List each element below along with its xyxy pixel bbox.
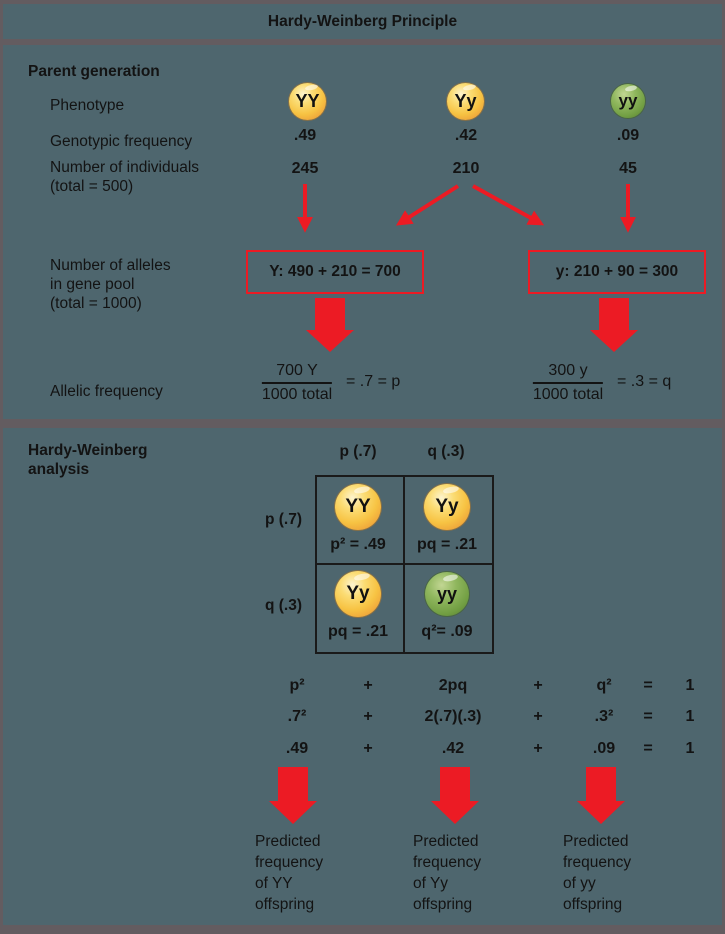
- parent-generation-panel: [3, 45, 722, 419]
- eq-r2-term1: .49: [285, 740, 309, 757]
- allelic-result-p: = .7 = p: [346, 373, 401, 390]
- phenotype-label: Phenotype: [50, 97, 125, 114]
- prediction-YY-line1: Predicted: [255, 833, 321, 850]
- pea-yy-text: yy: [618, 91, 638, 110]
- eq-r0-result: 1: [685, 677, 695, 694]
- eq-r2-equals: =: [643, 740, 653, 757]
- punnett-row-header-p: p (.7): [264, 511, 302, 528]
- allele-box-y: y: 210 + 90 = 300: [528, 250, 706, 294]
- pea-Yy-text: Yy: [454, 91, 477, 111]
- eq-r1-term2: 2(.7)(.3): [424, 708, 482, 725]
- prediction-YY-line4: offspring: [255, 896, 315, 913]
- alleles-label-line2: in gene pool: [50, 276, 135, 293]
- eq-r1-equals: =: [643, 708, 653, 725]
- allelic-frequency-label: Allelic frequency: [50, 383, 163, 400]
- punnett-pea-yy-text: yy: [436, 583, 458, 604]
- punnett-row-header-q: q (.3): [264, 597, 302, 614]
- parent-generation-heading: Parent generation: [28, 63, 160, 80]
- punnett-pea-YY-text: YY: [345, 496, 371, 517]
- punnett-pea-Yy-top-text: Yy: [435, 496, 459, 517]
- eq-r0-equals: =: [643, 677, 653, 694]
- eq-r0-term2: 2pq: [438, 677, 468, 694]
- prediction-Yy-line1: Predicted: [413, 833, 479, 850]
- title-bar: Hardy-Weinberg Principle: [3, 4, 722, 39]
- allele-box-Y-text: Y: 490 + 210 = 700: [269, 263, 401, 280]
- eq-r1-term3: .3²: [594, 708, 614, 725]
- fraction-numerator-q: 300 y: [532, 362, 604, 384]
- pea-YY-text: YY: [295, 91, 320, 111]
- punnett-formula-p2: p² = .49: [330, 536, 386, 553]
- prediction-yy-line2: frequency: [563, 854, 632, 871]
- punnett-formula-pq-bottom: pq = .21: [327, 623, 389, 640]
- eq-r0-term3: q²: [596, 677, 612, 694]
- punnett-col-header-q: q (.3): [427, 443, 465, 460]
- individuals-Yy: 210: [452, 160, 480, 177]
- prediction-YY-line3: of YY: [255, 875, 293, 892]
- eq-r1-result: 1: [685, 708, 695, 725]
- punnett-pea-Yy-bottom-icon: Yy: [335, 571, 381, 617]
- genotypic-frequency-YY: .49: [293, 127, 317, 144]
- prediction-yy-line3: of yy: [563, 875, 596, 892]
- allelic-result-q: = .3 = q: [617, 373, 672, 390]
- allelic-fraction-q: 300 y 1000 total: [532, 362, 604, 404]
- punnett-formula-pq-top: pq = .21: [416, 536, 478, 553]
- alleles-label-line1: Number of alleles: [50, 257, 171, 274]
- prediction-YY: Predicted frequency of YY offspring: [255, 831, 323, 915]
- eq-r0-plus1: +: [363, 677, 373, 694]
- individuals-label-line1: Number of individuals: [50, 159, 200, 176]
- eq-r2-term3: .09: [592, 740, 616, 757]
- pea-Yy-icon: Yy: [447, 83, 484, 120]
- analysis-heading-line1: Hardy-Weinberg: [28, 442, 148, 459]
- prediction-yy-line1: Predicted: [563, 833, 629, 850]
- individuals-label-line2: (total = 500): [50, 178, 134, 195]
- punnett-horizontal-line: [317, 563, 492, 565]
- eq-r0-term1: p²: [289, 677, 305, 694]
- genotypic-frequency-Yy: .42: [454, 127, 478, 144]
- page-title: Hardy-Weinberg Principle: [267, 12, 458, 30]
- prediction-Yy-line2: frequency: [413, 854, 482, 871]
- eq-r2-result: 1: [685, 740, 695, 757]
- allelic-fraction-p: 700 Y 1000 total: [261, 362, 333, 404]
- eq-r1-plus2: +: [533, 708, 543, 725]
- punnett-pea-yy-icon: yy: [425, 572, 469, 616]
- punnett-pea-Yy-bottom-text: Yy: [346, 583, 370, 604]
- pea-yy-icon: yy: [611, 84, 645, 118]
- eq-r1-plus1: +: [363, 708, 373, 725]
- punnett-col-header-p: p (.7): [339, 443, 377, 460]
- eq-r2-plus1: +: [363, 740, 373, 757]
- eq-r2-plus2: +: [533, 740, 543, 757]
- prediction-Yy-line3: of Yy: [413, 875, 449, 892]
- allele-box-y-text: y: 210 + 90 = 300: [555, 263, 679, 280]
- punnett-pea-YY-icon: YY: [335, 484, 381, 530]
- punnett-formula-q2: q²= .09: [421, 623, 473, 640]
- prediction-Yy-line4: offspring: [413, 896, 473, 913]
- individuals-YY: 245: [291, 160, 319, 177]
- punnett-pea-Yy-top-icon: Yy: [424, 484, 470, 530]
- genotypic-frequency-label: Genotypic frequency: [50, 133, 193, 150]
- prediction-Yy: Predicted frequency of Yy offspring: [413, 831, 481, 915]
- eq-r0-plus2: +: [533, 677, 543, 694]
- analysis-heading-line2: analysis: [28, 461, 90, 478]
- prediction-YY-line2: frequency: [255, 854, 324, 871]
- genotypic-frequency-yy: .09: [616, 127, 640, 144]
- punnett-square: [315, 475, 494, 654]
- alleles-label-line3: (total = 1000): [50, 295, 142, 312]
- allele-box-Y: Y: 490 + 210 = 700: [246, 250, 424, 294]
- eq-r1-term1: .7²: [287, 708, 307, 725]
- fraction-denominator-p: 1000 total: [261, 386, 333, 403]
- fraction-numerator-p: 700 Y: [261, 362, 333, 384]
- individuals-yy: 45: [619, 160, 637, 177]
- pea-YY-icon: YY: [289, 83, 326, 120]
- prediction-yy-line4: offspring: [563, 896, 623, 913]
- prediction-yy: Predicted frequency of yy offspring: [563, 831, 631, 915]
- fraction-denominator-q: 1000 total: [532, 386, 604, 403]
- eq-r2-term2: .42: [441, 740, 465, 757]
